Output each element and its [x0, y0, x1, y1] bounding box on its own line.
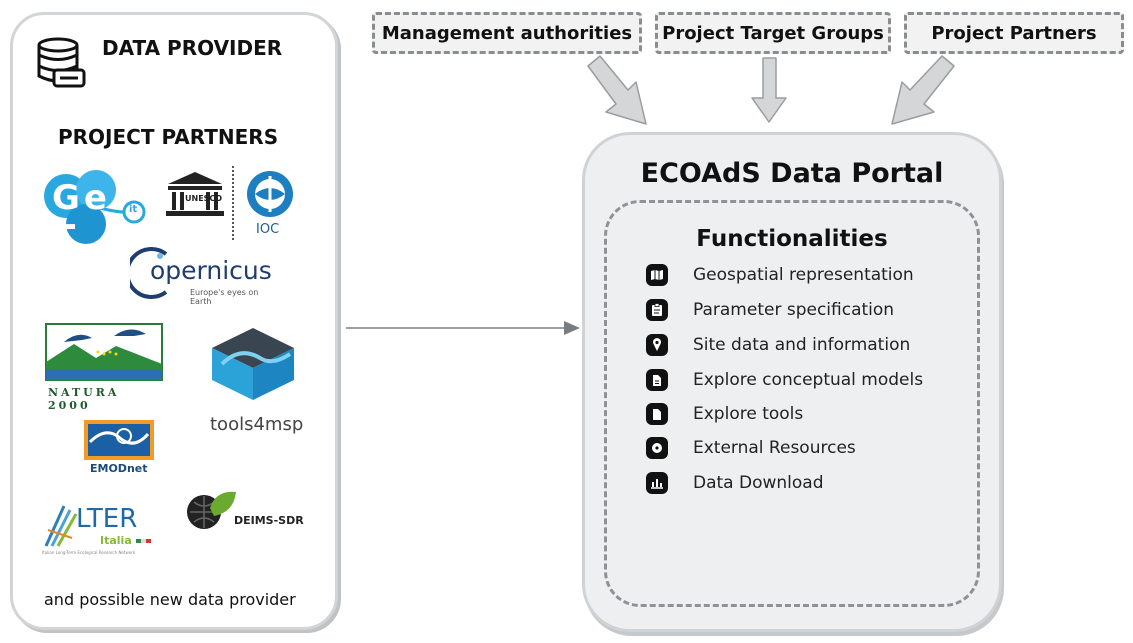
- arrow-target-groups: [751, 57, 787, 123]
- getit-logo-text: Ge T: [52, 178, 111, 258]
- func-label: Geospatial representation: [693, 265, 914, 285]
- func-item-parameter: Parameter specification: [646, 298, 894, 322]
- copernicus-logo: opernicus Europe's eyes on Earth: [130, 246, 280, 306]
- source-management-authorities: Management authorities: [372, 12, 642, 54]
- circle-icon: [646, 437, 668, 459]
- italy-flag-white: [141, 539, 146, 543]
- func-item-data-download: Data Download: [646, 471, 824, 495]
- portal-title: ECOAdS Data Portal: [640, 158, 944, 189]
- source-project-target-groups: Project Target Groups: [655, 12, 891, 54]
- italy-flag-red: [146, 539, 151, 543]
- logo-separator: [232, 166, 234, 240]
- func-label: Parameter specification: [693, 300, 895, 320]
- document-icon: [646, 369, 668, 391]
- lter-network-text: Italian Long-Term Ecological Research Ne…: [42, 550, 136, 555]
- emodnet-logo-text: EMODnet: [90, 462, 148, 475]
- copernicus-logo-text: opernicus: [150, 256, 272, 285]
- location-pin-icon: [646, 334, 668, 356]
- func-item-geospatial: Geospatial representation: [646, 263, 914, 287]
- func-label: Explore conceptual models: [693, 370, 924, 390]
- getit-logo: Ge T it: [40, 168, 148, 258]
- lter-italia-text: Italia: [100, 534, 132, 547]
- func-label: Site data and information: [693, 335, 911, 355]
- getit-logo-suffix: it: [129, 204, 138, 215]
- database-icon: [37, 37, 86, 88]
- func-label: Data Download: [693, 473, 824, 493]
- document-icon: [646, 403, 668, 425]
- new-data-provider-note: and possible new data provider: [44, 590, 296, 609]
- func-label: Explore tools: [693, 404, 804, 424]
- provider-to-portal-arrow: [346, 321, 580, 335]
- func-item-explore-tools: Explore tools: [646, 402, 803, 426]
- bar-chart-icon: [646, 472, 668, 494]
- source-arrows: [587, 55, 955, 125]
- lter-italia-logo: LTER Italia Italian Long-Term Ecological…: [40, 500, 168, 558]
- tools4msp-logo: tools4msp: [204, 326, 314, 436]
- unesco-logo-text: UNESCO: [185, 194, 223, 203]
- ioc-logo-text: IOC: [256, 222, 280, 237]
- arrow-management: [587, 55, 647, 125]
- func-item-conceptual-models: Explore conceptual models: [646, 368, 923, 392]
- func-label: External Resources: [693, 438, 856, 458]
- func-item-external-resources: External Resources: [646, 436, 856, 460]
- copernicus-tagline: Europe's eyes on Earth: [190, 288, 259, 306]
- italy-flag-green: [136, 539, 141, 543]
- natura2000-logo: NATURA 2000: [44, 322, 164, 412]
- arrow-partners: [891, 55, 955, 125]
- func-item-site-data: Site data and information: [646, 333, 910, 357]
- functionalities-title: Functionalities: [696, 226, 888, 252]
- unesco-logo: UNESCO: [164, 170, 226, 220]
- ioc-logo: IOC: [244, 168, 296, 240]
- lter-logo-text: LTER: [76, 504, 138, 534]
- functionalities-box: [604, 200, 980, 607]
- data-provider-box: [10, 12, 338, 630]
- project-partners-heading: PROJECT PARTNERS: [58, 125, 279, 149]
- natura2000-logo-text: NATURA 2000: [48, 386, 120, 412]
- data-provider-title: DATA PROVIDER: [102, 36, 283, 60]
- clipboard-icon: [646, 299, 668, 321]
- tools4msp-logo-text: tools4msp: [210, 414, 304, 435]
- deims-sdr-logo-text: DEIMS-SDR: [234, 514, 304, 527]
- map-icon: [646, 264, 668, 286]
- emodnet-logo: EMODnet: [84, 420, 158, 482]
- source-project-partners: Project Partners: [904, 12, 1124, 54]
- deims-sdr-logo: DEIMS-SDR: [186, 490, 304, 534]
